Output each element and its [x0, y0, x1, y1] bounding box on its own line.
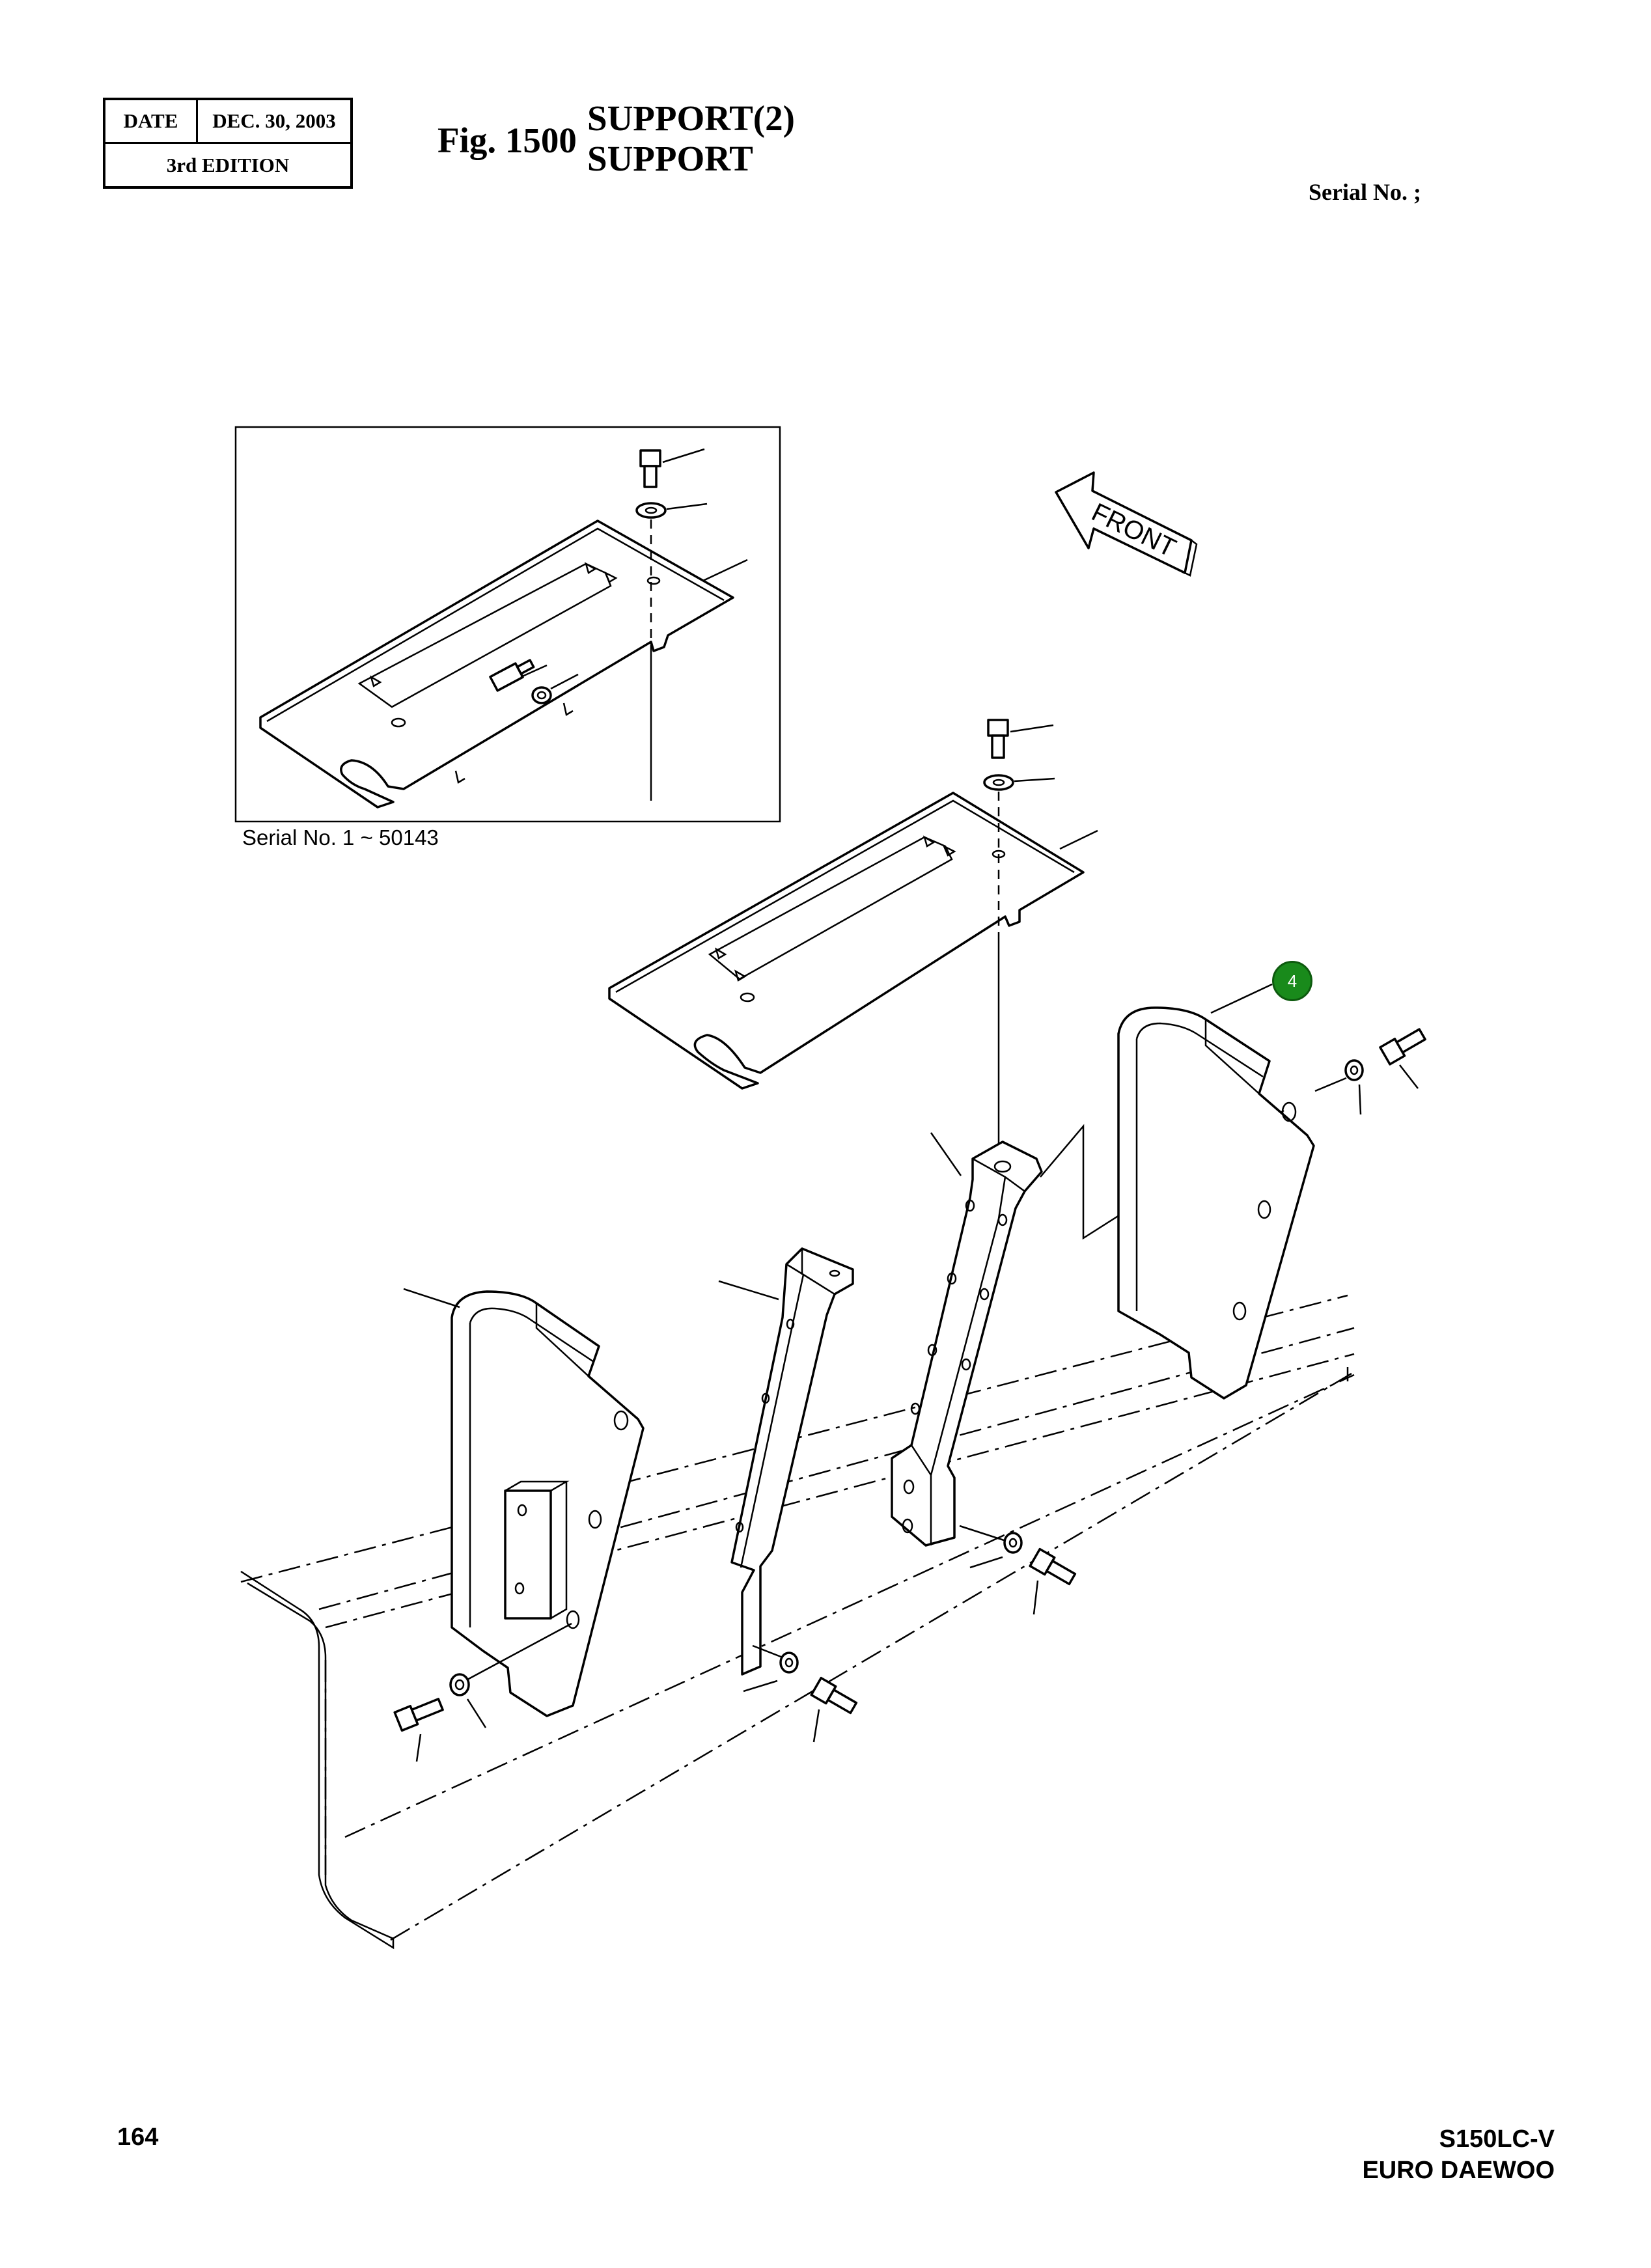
date-label: DATE — [105, 100, 198, 142]
date-value: DEC. 30, 2003 — [212, 109, 336, 132]
part-callout-4[interactable]: 4 — [1272, 961, 1312, 1001]
serial-number-label: Serial No. ; — [1309, 179, 1421, 205]
date-edition-box: DATE DEC. 30, 2003 3rd EDITION — [103, 98, 353, 189]
left-side-panel — [393, 1288, 645, 1762]
manufacturer-name: EURO DAEWOO — [1362, 2157, 1555, 2184]
figure-number: Fig. 1500 — [437, 120, 577, 160]
right-side-panel — [1117, 983, 1426, 1400]
model-name: S150LC-V — [1439, 2125, 1555, 2153]
edition-label: 3rd EDITION — [166, 154, 290, 176]
figure-title-secondary: SUPPORT — [587, 139, 753, 178]
inset-cover-plate — [259, 448, 748, 809]
model-info: S150LC-V EURO DAEWOO — [1362, 2123, 1555, 2186]
middle-bracket — [718, 1247, 858, 1743]
front-direction-arrow: FRONT — [1055, 471, 1198, 577]
main-cover-plate — [608, 719, 1098, 1154]
page-number: 164 — [117, 2123, 159, 2151]
figure-title-primary: SUPPORT(2) — [587, 98, 795, 138]
front-label: FRONT — [1087, 498, 1180, 563]
center-support-column — [891, 1109, 1284, 1615]
inset-frame — [234, 426, 781, 823]
inset-serial-range: Serial No. 1 ~ 50143 — [242, 825, 439, 850]
date-row: DATE DEC. 30, 2003 — [105, 100, 350, 144]
